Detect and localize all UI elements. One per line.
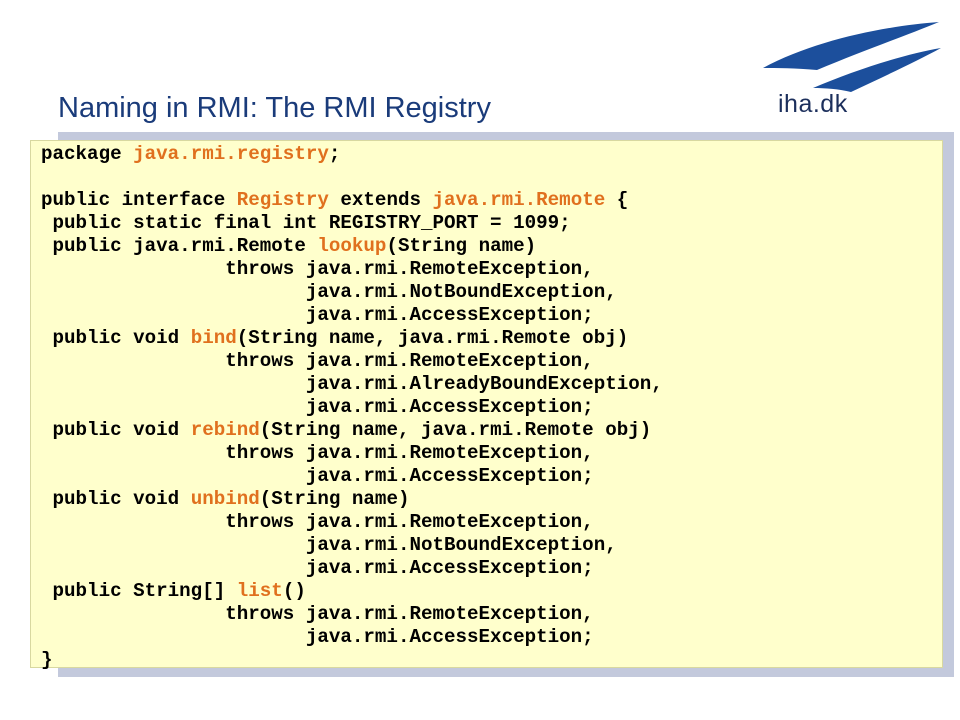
code-line: java.rmi.AccessException; — [41, 557, 663, 580]
code-text: throws java.rmi.RemoteException, — [41, 511, 594, 533]
code-text: ; — [328, 143, 341, 165]
code-identifier: java.rmi.registry — [133, 143, 329, 165]
code-text: { — [605, 189, 629, 211]
code-text: public void — [41, 419, 191, 441]
code-text: public static final int REGISTRY_PORT = … — [41, 212, 571, 234]
code-line: java.rmi.AccessException; — [41, 396, 663, 419]
code-text: package — [41, 143, 134, 165]
code-text: public interface — [41, 189, 237, 211]
code-text: (String name) — [386, 235, 537, 257]
code-text: java.rmi.AccessException; — [41, 396, 594, 418]
code-text: java.rmi.AlreadyBoundException, — [41, 373, 663, 395]
code-line: public void bind(String name, java.rmi.R… — [41, 327, 663, 350]
code-listing: package java.rmi.registry; public interfa… — [41, 143, 663, 672]
slide-title: Naming in RMI: The RMI Registry — [58, 92, 491, 124]
code-text: throws java.rmi.RemoteException, — [41, 603, 594, 625]
code-line: java.rmi.AccessException; — [41, 465, 663, 488]
code-identifier: list — [236, 580, 283, 602]
code-text: throws java.rmi.RemoteException, — [41, 258, 594, 280]
logo-text: iha.dk — [778, 90, 848, 118]
code-text: public void — [41, 327, 191, 349]
logo-wing-upper — [763, 22, 939, 70]
code-text: (String name, java.rmi.Remote obj) — [236, 327, 629, 349]
code-line: java.rmi.NotBoundException, — [41, 534, 663, 557]
code-text: public void — [41, 488, 191, 510]
code-line: java.rmi.AccessException; — [41, 304, 663, 327]
code-line: package java.rmi.registry; — [41, 143, 663, 166]
code-identifier: Registry — [236, 189, 329, 211]
code-line: throws java.rmi.RemoteException, — [41, 350, 663, 373]
code-text: java.rmi.NotBoundException, — [41, 534, 617, 556]
code-text: extends — [328, 189, 433, 211]
code-text: java.rmi.AccessException; — [41, 465, 594, 487]
code-text: java.rmi.NotBoundException, — [41, 281, 617, 303]
code-line: throws java.rmi.RemoteException, — [41, 258, 663, 281]
code-text: () — [282, 580, 306, 602]
code-identifier: rebind — [190, 419, 260, 441]
code-text: java.rmi.AccessException; — [41, 304, 594, 326]
code-text: (String name, java.rmi.Remote obj) — [259, 419, 652, 441]
code-line: java.rmi.AccessException; — [41, 626, 663, 649]
code-line: throws java.rmi.RemoteException, — [41, 511, 663, 534]
logo-wing-lower — [813, 48, 941, 92]
code-line: public interface Registry extends java.r… — [41, 189, 663, 212]
code-text: (String name) — [259, 488, 410, 510]
code-text: throws java.rmi.RemoteException, — [41, 442, 594, 464]
code-text: throws java.rmi.RemoteException, — [41, 350, 594, 372]
code-line: java.rmi.AlreadyBoundException, — [41, 373, 663, 396]
iha-logo-wings-icon — [763, 22, 941, 92]
code-text: java.rmi.AccessException; — [41, 557, 594, 579]
code-line — [41, 166, 663, 189]
code-line: public static final int REGISTRY_PORT = … — [41, 212, 663, 235]
code-line: public void rebind(String name, java.rmi… — [41, 419, 663, 442]
code-text: public String[] — [41, 580, 237, 602]
code-identifier: unbind — [190, 488, 260, 510]
code-line: throws java.rmi.RemoteException, — [41, 603, 663, 626]
code-line: } — [41, 649, 663, 672]
code-line: throws java.rmi.RemoteException, — [41, 442, 663, 465]
code-identifier: bind — [190, 327, 237, 349]
code-text: public java.rmi.Remote — [41, 235, 318, 257]
code-identifier: lookup — [317, 235, 387, 257]
code-line: public void unbind(String name) — [41, 488, 663, 511]
code-line: public java.rmi.Remote lookup(String nam… — [41, 235, 663, 258]
code-identifier: java.rmi.Remote — [432, 189, 606, 211]
code-box: package java.rmi.registry; public interfa… — [30, 140, 943, 671]
code-line: public String[] list() — [41, 580, 663, 603]
code-line: java.rmi.NotBoundException, — [41, 281, 663, 304]
code-text: } — [41, 649, 53, 671]
code-text: java.rmi.AccessException; — [41, 626, 594, 648]
